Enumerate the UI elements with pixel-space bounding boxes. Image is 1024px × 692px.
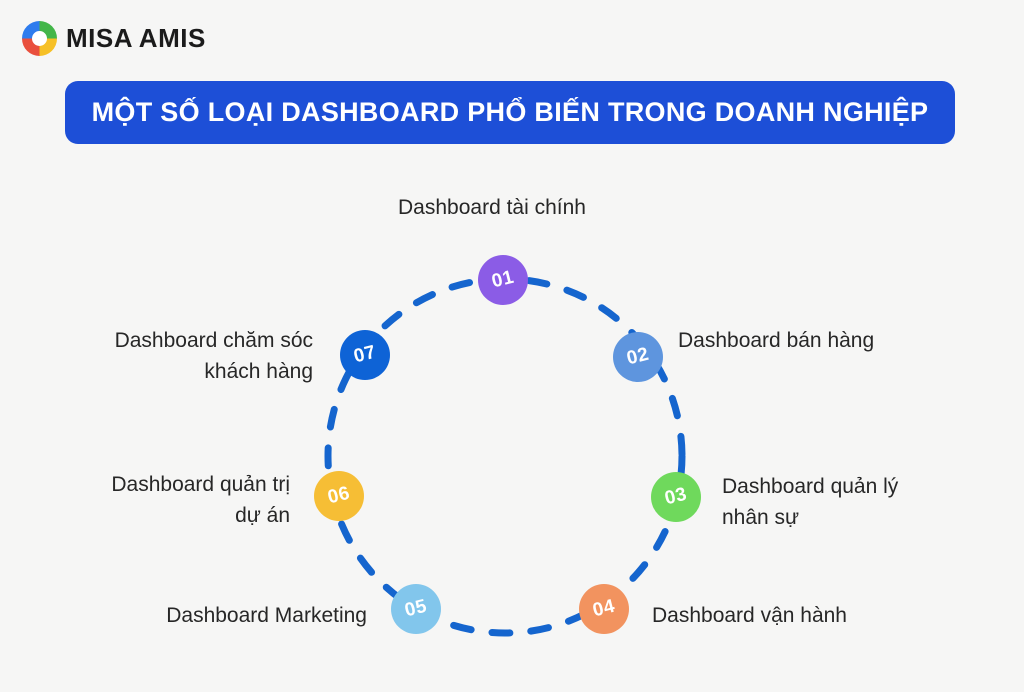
node-01-label: Dashboard tài chính [398,196,586,219]
node-07: 07 [340,330,390,380]
node-03-number: 03 [662,483,690,510]
node-05-number: 05 [402,595,430,622]
misa-swirl-icon [22,21,57,56]
node-02-number: 02 [624,343,652,370]
node-04-label: Dashboard vận hành [652,604,847,627]
node-04-number: 04 [590,595,618,622]
node-06-label: Dashboard quản trị dự án [111,473,290,527]
logo-text: MISA AMIS [66,23,206,53]
node-04: 04 [579,584,629,634]
node-07-label: Dashboard chăm sóc khách hàng [114,329,313,383]
node-03-label: Dashboard quản lý nhân sự [722,475,899,529]
page-title: MỘT SỐ LOẠI DASHBOARD PHỔ BIẾN TRONG DOA… [91,97,929,127]
node-01-number: 01 [489,266,517,293]
node-02: 02 [613,332,663,382]
node-01: 01 [478,255,528,305]
node-02-label: Dashboard bán hàng [678,329,875,352]
node-03: 03 [651,472,701,522]
misa-amis-logo: MISA AMIS [22,21,206,56]
title-banner: MỘT SỐ LOẠI DASHBOARD PHỔ BIẾN TRONG DOA… [65,81,955,144]
dashed-circle-path [324,275,686,637]
node-06: 06 [314,471,364,521]
node-05-label: Dashboard Marketing [166,604,367,627]
node-07-number: 07 [351,341,379,368]
logo-center-hole [32,31,47,46]
node-05: 05 [391,584,441,634]
node-06-number: 06 [325,482,353,509]
